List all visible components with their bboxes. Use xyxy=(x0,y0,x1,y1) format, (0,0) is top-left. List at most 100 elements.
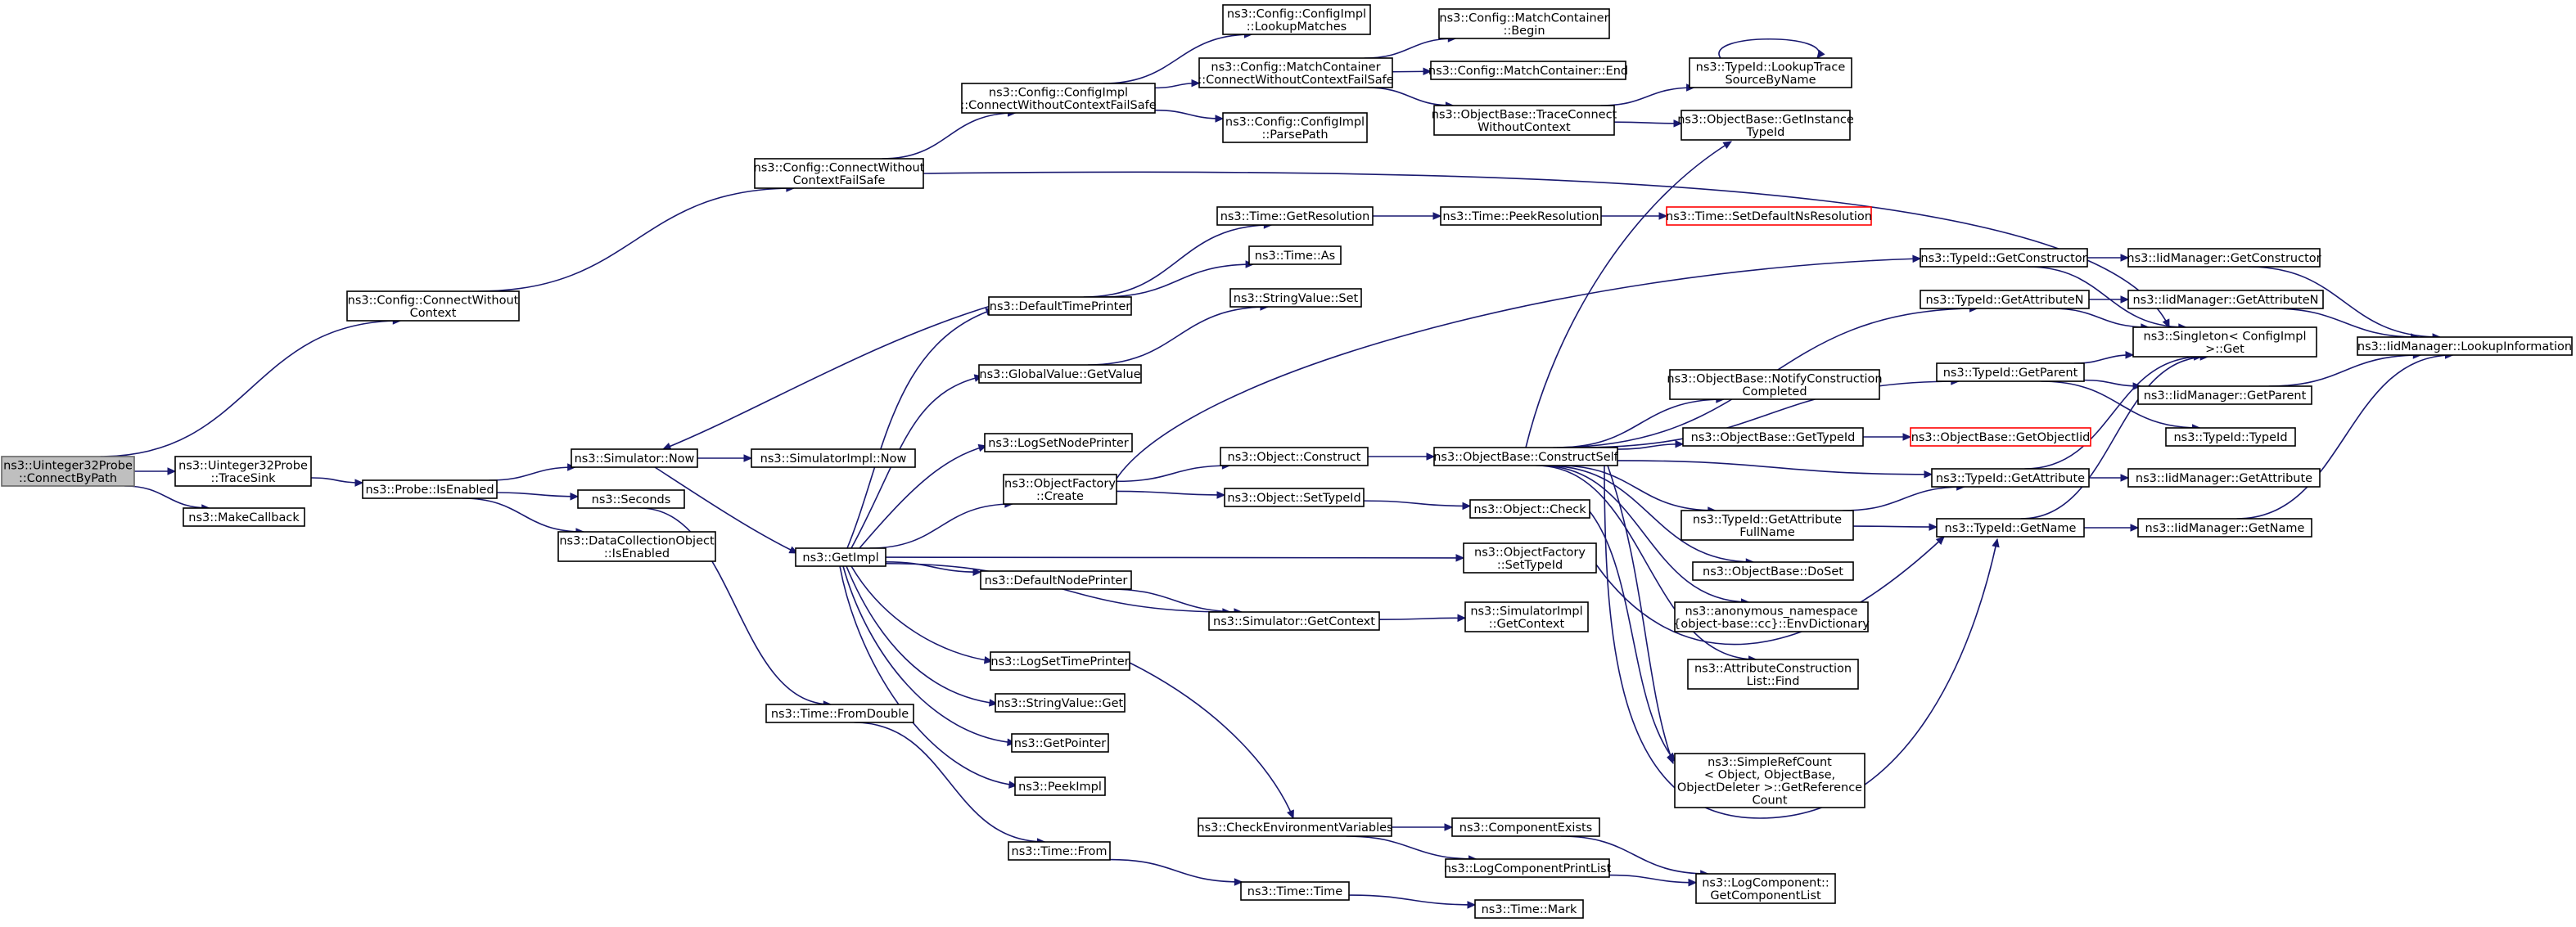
node-cfgconnfs[interactable]: ns3::Config::ConnectWithoutContextFailSa… xyxy=(754,158,925,189)
node-envdict[interactable]: ns3::anonymous_namespace{object-base::cc… xyxy=(1673,601,1870,632)
node-seconds[interactable]: ns3::Seconds xyxy=(577,489,685,509)
edge-cfgimplcfs-to-mcconnfs xyxy=(1154,79,1201,89)
node-box xyxy=(571,448,698,468)
node-obnotify[interactable]: ns3::ObjectBase::NotifyConstructionCompl… xyxy=(1667,369,1883,400)
node-getresolution[interactable]: ns3::Time::GetResolution xyxy=(1216,206,1374,226)
node-tidgetattrn[interactable]: ns3::TypeId::GetAttributeN xyxy=(1920,290,2090,309)
node-label: ns3::Config::ConfigImpl xyxy=(989,86,1128,99)
node-timefrom[interactable]: ns3::Time::From xyxy=(1008,841,1111,861)
node-box xyxy=(1680,510,1854,541)
node-mcconnfs[interactable]: ns3::Config::MatchContainer::ConnectWith… xyxy=(1198,57,1394,88)
node-lookupmatches[interactable]: ns3::Config::ConfigImpl::LookupMatches xyxy=(1222,4,1371,35)
node-box xyxy=(1695,873,1836,904)
node-obtraceconn[interactable]: ns3::ObjectBase::TraceConnectWithoutCont… xyxy=(1432,105,1617,136)
node-label: Context xyxy=(410,307,457,320)
edge-timefrom-to-timetime xyxy=(1109,858,1243,886)
node-logsettime[interactable]: ns3::LogSetTimePrinter xyxy=(990,651,1130,671)
node-simimplgetctx[interactable]: ns3::SimulatorImpl::GetContext xyxy=(1464,601,1589,632)
node-parsepath[interactable]: ns3::Config::ConfigImpl::ParsePath xyxy=(1222,112,1368,143)
node-label: ns3::ObjectFactory xyxy=(1474,546,1586,559)
node-box xyxy=(1464,601,1589,632)
edge-tidgetname-to-iidgetname xyxy=(2084,524,2140,532)
edge-obconstructself-to-getinsttid xyxy=(1525,141,1733,448)
node-iidgetattr[interactable]: ns3::IidManager::GetAttribute xyxy=(2127,468,2321,488)
node-label: ns3::TypeId::GetParent xyxy=(1943,367,2078,380)
node-label: ns3::GetPointer xyxy=(1014,737,1107,750)
node-iidgetattrn[interactable]: ns3::IidManager::GetAttributeN xyxy=(2127,290,2324,309)
node-iidgetctor[interactable]: ns3::IidManager::GetConstructor xyxy=(2127,248,2321,268)
edge-isenabled-to-simnow xyxy=(489,463,576,481)
node-label: ns3::Time::Time xyxy=(1247,885,1343,898)
node-simnow[interactable]: ns3::Simulator::Now xyxy=(571,448,698,468)
node-box xyxy=(1198,817,1392,837)
node-tidtid[interactable]: ns3::TypeId::TypeId xyxy=(2165,427,2296,447)
node-objsettid[interactable]: ns3::Object::SetTypeId xyxy=(1224,488,1365,507)
node-dcoenabled[interactable]: ns3::DataCollectionObject::IsEnabled xyxy=(557,531,716,562)
node-fromdouble[interactable]: ns3::Time::FromDouble xyxy=(765,704,914,723)
node-iidgetname[interactable]: ns3::IidManager::GetName xyxy=(2137,518,2312,538)
node-isenabled[interactable]: ns3::Probe::IsEnabled xyxy=(362,479,498,499)
node-box xyxy=(577,489,685,509)
node-box xyxy=(2127,248,2321,268)
node-simgetcontext[interactable]: ns3::Simulator::GetContext xyxy=(1208,611,1380,631)
node-box xyxy=(990,651,1130,671)
node-ofsettid[interactable]: ns3::ObjectFactory::SetTypeId xyxy=(1463,542,1597,574)
node-gvgetvalue[interactable]: ns3::GlobalValue::GetValue xyxy=(978,364,1142,384)
edge-obtraceconn-to-lookuptrace xyxy=(1600,83,1695,106)
node-singletonget[interactable]: ns3::Singleton< ConfigImpl>::Get xyxy=(2132,326,2317,358)
node-simimplnow[interactable]: ns3::SimulatorImpl::Now xyxy=(751,448,916,468)
node-tidgetname[interactable]: ns3::TypeId::GetName xyxy=(1936,518,2085,538)
node-box xyxy=(1687,659,1859,690)
node-timeas[interactable]: ns3::Time::As xyxy=(1248,245,1342,265)
node-obconstructself[interactable]: ns3::ObjectBase::ConstructSelf xyxy=(1433,447,1619,466)
node-tracesink[interactable]: ns3::Uinteger32Probe::TraceSink xyxy=(174,456,312,487)
edge-tidgetparent-to-iidgetparent xyxy=(2083,379,2142,390)
node-box xyxy=(1674,601,1869,632)
node-iidgetparent[interactable]: ns3::IidManager::GetParent xyxy=(2137,385,2312,405)
node-getcomplist[interactable]: ns3::LogComponent::GetComponentList xyxy=(1695,873,1836,904)
node-tidgetattr[interactable]: ns3::TypeId::GetAttribute xyxy=(1931,468,2090,488)
node-cfgimplcfs[interactable]: ns3::Config::ConfigImpl::ConnectWithoutC… xyxy=(960,83,1157,114)
node-obgetobjtid[interactable]: ns3::ObjectBase::GetObjectIid xyxy=(1910,427,2091,447)
node-objconstruct[interactable]: ns3::Object::Construct xyxy=(1220,447,1369,466)
node-compexists[interactable]: ns3::ComponentExists xyxy=(1451,817,1600,837)
node-label: ns3::PeekImpl xyxy=(1018,781,1102,794)
node-box xyxy=(961,83,1156,114)
node-timemark[interactable]: ns3::Time::Mark xyxy=(1474,899,1584,919)
node-checkenv[interactable]: ns3::CheckEnvironmentVariables xyxy=(1197,817,1393,837)
node-objcheck[interactable]: ns3::Object::Check xyxy=(1469,499,1590,519)
node-obdoset[interactable]: ns3::ObjectBase::DoSet xyxy=(1692,561,1854,581)
node-makecb[interactable]: ns3::MakeCallback xyxy=(183,507,305,527)
node-label: ::ConnectByPath xyxy=(19,472,117,485)
node-strvalset[interactable]: ns3::StringValue::Set xyxy=(1229,288,1362,308)
node-deftimeprinter[interactable]: ns3::DefaultTimePrinter xyxy=(988,296,1132,316)
node-box xyxy=(2357,336,2573,356)
node-getpointer[interactable]: ns3::GetPointer xyxy=(1011,733,1109,753)
node-obgettid[interactable]: ns3::ObjectBase::GetTypeId xyxy=(1682,427,1864,447)
node-mcbegin[interactable]: ns3::Config::MatchContainer::Begin xyxy=(1438,8,1610,39)
node-ofcreate[interactable]: ns3::ObjectFactory::Create xyxy=(1003,474,1117,505)
node-label: ::Create xyxy=(1036,490,1084,503)
node-getimpl[interactable]: ns3::GetImpl xyxy=(795,547,886,567)
node-tidgetctor[interactable]: ns3::TypeId::GetConstructor xyxy=(1920,248,2088,268)
edge-logcompprint-to-getcomplist xyxy=(1608,874,1698,887)
node-setdefns[interactable]: ns3::Time::SetDefaultNsResolution xyxy=(1666,206,1872,226)
node-logsetnode[interactable]: ns3::LogSetNodePrinter xyxy=(984,433,1133,452)
node-defnodeprinter[interactable]: ns3::DefaultNodePrinter xyxy=(980,570,1132,590)
node-mcend[interactable]: ns3::Config::MatchContainer::End xyxy=(1428,61,1628,80)
node-tidgetparent[interactable]: ns3::TypeId::GetParent xyxy=(1936,362,2085,382)
node-iidlookup[interactable]: ns3::IidManager::LookupInformation xyxy=(2357,336,2573,356)
node-timetime[interactable]: ns3::Time::Time xyxy=(1240,881,1350,901)
node-root[interactable]: ns3::Uinteger32Probe::ConnectByPath xyxy=(1,456,135,487)
node-peekresolution[interactable]: ns3::Time::PeekResolution xyxy=(1440,206,1602,226)
node-connwocfs[interactable]: ns3::Config::ConnectWithoutContext xyxy=(346,290,520,322)
node-box xyxy=(754,158,924,189)
node-peekimpl[interactable]: ns3::PeekImpl xyxy=(1014,776,1106,796)
node-logcompprint[interactable]: ns3::LogComponentPrintList xyxy=(1444,858,1612,878)
node-strvalget[interactable]: ns3::StringValue::Get xyxy=(995,693,1126,713)
node-simplerefcount[interactable]: ns3::SimpleRefCount< Object, ObjectBase,… xyxy=(1674,753,1865,808)
